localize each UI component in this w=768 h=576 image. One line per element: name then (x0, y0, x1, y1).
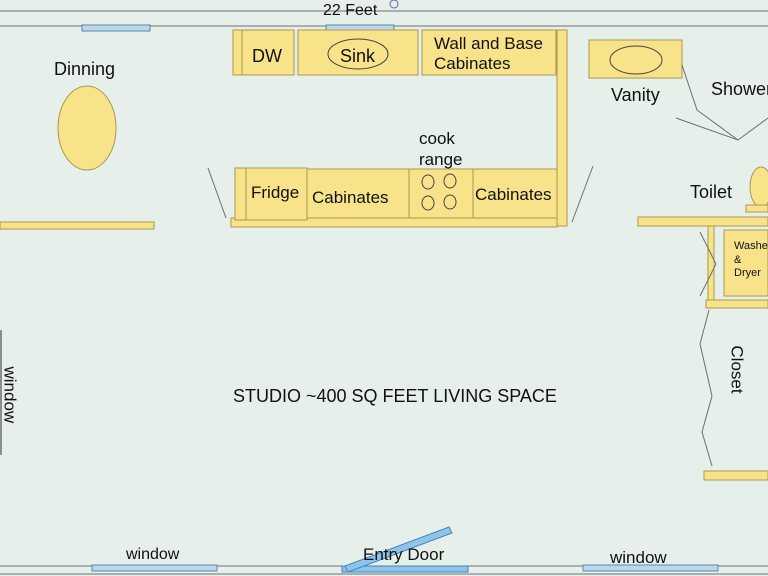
kitchen-partition-wall (556, 29, 568, 227)
entry-door-label: Entry Door (363, 545, 445, 564)
window-top-left (81, 24, 151, 32)
wall-base-cabinets (421, 29, 557, 76)
cook-range-label-line1: cook (419, 129, 455, 148)
dining-partition (0, 221, 155, 230)
window-bottom-right-label: window (610, 548, 667, 567)
washer-dryer-label-line2: & (734, 254, 742, 266)
kitchen-angle-right (571, 165, 594, 223)
dimension-marker-icon (389, 0, 399, 9)
closet-label: Closet (727, 345, 747, 394)
washer-dryer-label-line1: Washer (734, 240, 768, 252)
wall-base-cabinets-label-line2: Cabinates (434, 54, 511, 73)
window-bottom-left-label: window (126, 546, 180, 563)
window-bottom-left-shape (91, 564, 218, 572)
closet-door-lower (701, 395, 713, 467)
burner-2-icon (443, 173, 457, 189)
sink-basin (327, 38, 389, 70)
toilet-tank (745, 204, 768, 213)
vanity-label: Vanity (611, 85, 660, 105)
shower-door-swing (675, 117, 768, 141)
toilet-bowl (749, 166, 768, 208)
laundry-closet-partition (705, 299, 768, 309)
vanity-basin (609, 45, 663, 75)
burner-1-icon (421, 174, 435, 190)
fridge-label: Fridge (251, 183, 300, 202)
bath-door-swing (681, 64, 739, 141)
center-space-label: STUDIO ~400 SQ FEET LIVING SPACE (233, 386, 557, 406)
dishwasher-label: DW (252, 46, 282, 66)
window-left-label: window (0, 366, 20, 424)
shower-label: Shower (711, 79, 768, 99)
sink-label: Sink (340, 46, 376, 66)
laundry-door-swing (699, 231, 717, 297)
entry-door-leaf (344, 526, 453, 573)
cook-range-label-line2: range (419, 150, 463, 169)
dimension-label: 22 Feet (323, 2, 378, 19)
dining-table (57, 85, 117, 171)
bath-partition (637, 216, 768, 227)
closet-door-upper (699, 309, 713, 397)
cabinets-right (472, 168, 558, 219)
cabinets-right-label: Cabinates (475, 185, 552, 204)
fridge-side (234, 167, 247, 221)
cook-range (408, 168, 474, 219)
dishwasher-box (241, 29, 295, 76)
window-bottom-right-shape (582, 564, 719, 572)
washer-dryer-label-line3: Dryer (734, 267, 761, 279)
washer-dryer (723, 229, 768, 297)
toilet-label: Toilet (690, 182, 733, 202)
laundry-wall (707, 225, 715, 301)
cabinets-left (306, 168, 410, 219)
wall-base-cabinets-label-line1: Wall and Base (434, 34, 543, 53)
kitchen-angle-left (207, 167, 227, 219)
burner-4-icon (443, 194, 457, 210)
closet-partition (703, 470, 768, 481)
cabinets-left-label: Cabinates (312, 188, 389, 207)
dining-label: Dinning (54, 59, 116, 79)
entry-door-frame (341, 565, 469, 573)
burner-3-icon (421, 195, 435, 211)
